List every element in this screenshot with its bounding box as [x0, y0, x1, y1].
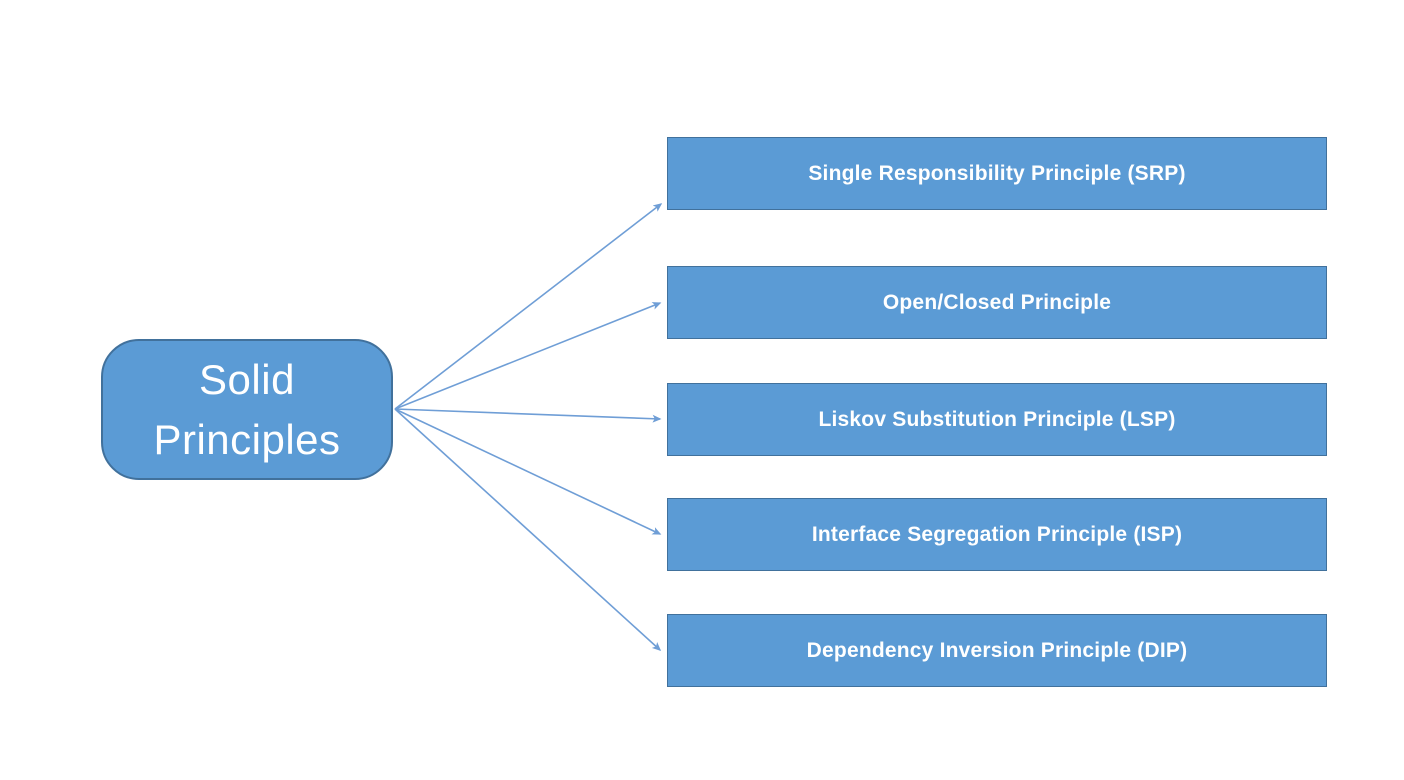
connector-arrow-ocp: [394, 302, 662, 410]
connector-arrow-isp: [394, 408, 662, 535]
solid-principles-node: Solid Principles: [101, 339, 393, 480]
node-open-closed-principle: Open/Closed Principle: [667, 266, 1327, 339]
node-dependency-inversion-principle: Dependency Inversion Principle (DIP): [667, 614, 1327, 687]
connector-arrow-dip: [394, 408, 662, 652]
connector-arrow-srp: [394, 203, 663, 410]
connector-arrow-lsp: [394, 408, 662, 423]
node-interface-segregation-principle: Interface Segregation Principle (ISP): [667, 498, 1327, 571]
node-liskov-substitution-principle: Liskov Substitution Principle (LSP): [667, 383, 1327, 456]
node-single-responsibility-principle: Single Responsibility Principle (SRP): [667, 137, 1327, 210]
